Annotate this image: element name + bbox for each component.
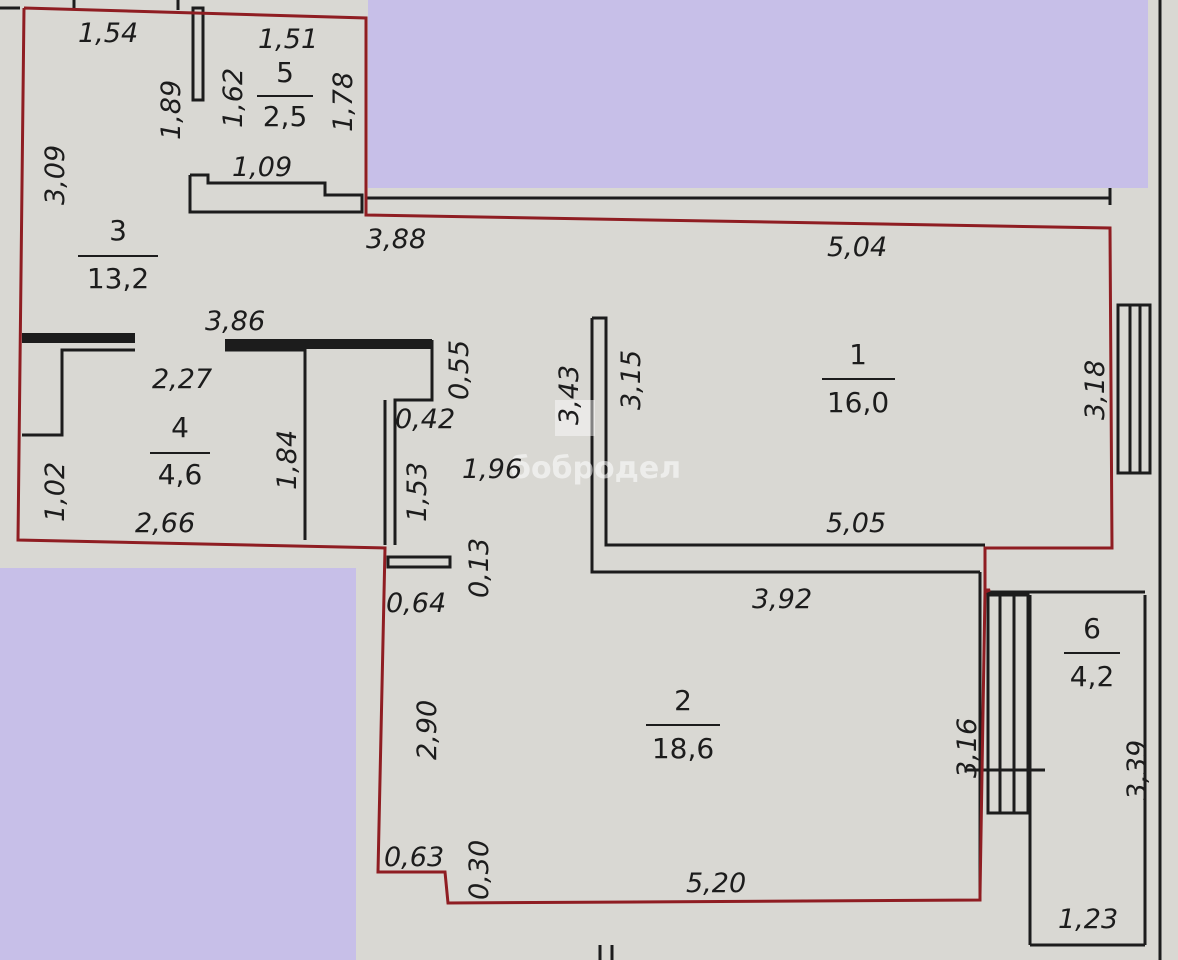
dimension-label: 3,39: [1122, 740, 1153, 800]
dimension-label: 2,90: [412, 700, 443, 760]
watermark-text: бобродел: [510, 451, 681, 486]
room-label-2: 2 18,6: [646, 684, 720, 765]
room-label-4: 4 4,6: [150, 411, 210, 491]
watermark: бобродел: [510, 400, 681, 486]
dimension-label: 1,96: [462, 454, 522, 485]
balcony-door-room-2: [965, 593, 1045, 815]
room-area: 16,0: [827, 386, 889, 419]
dimension-label: 3,43: [554, 365, 585, 425]
dimension-label: 1,51: [258, 24, 318, 55]
dimension-label: 3,15: [616, 350, 647, 410]
room-number: 1: [849, 338, 867, 371]
dimension-label: 3,09: [40, 145, 71, 205]
room-label-6: 6 4,2: [1064, 612, 1120, 693]
dimension-label: 0,63: [384, 842, 444, 873]
dimension-label: 2,66: [135, 508, 195, 539]
dimension-label: 0,30: [464, 840, 495, 900]
dimension-label: 3,92: [752, 584, 812, 615]
dimension-label: 3,88: [366, 224, 426, 255]
room-number: 5: [276, 56, 294, 89]
room-area: 18,6: [652, 732, 714, 765]
dimension-label: 1,62: [218, 68, 249, 128]
dimension-label: 3,18: [1080, 360, 1111, 420]
room-label-3: 3 13,2: [78, 214, 158, 295]
dimension-label: 0,42: [395, 404, 455, 435]
dimension-labels: 1,54 1,51 1,09 3,88 5,04 3,86 2,27 0,42 …: [78, 18, 1118, 935]
room-number: 3: [109, 214, 127, 247]
mask-bottom-left: [0, 568, 356, 960]
interior-walls: [22, 6, 985, 895]
dimension-label: 1,78: [328, 72, 359, 132]
room-label-5: 5 2,5: [257, 56, 313, 133]
dimension-label: 5,04: [827, 232, 887, 263]
room-area: 4,2: [1070, 660, 1115, 693]
dimension-label: 5,20: [686, 868, 746, 899]
dimension-label: 2,27: [152, 364, 212, 395]
room-number: 4: [171, 411, 189, 444]
dimension-label: 0,64: [386, 588, 446, 619]
dimension-label: 1,02: [40, 462, 71, 522]
dimension-label: 5,05: [826, 508, 886, 539]
dimension-label: 0,55: [444, 340, 475, 400]
room-number: 6: [1083, 612, 1101, 645]
dimension-label: 1,23: [1058, 904, 1118, 935]
room-label-1: 1 16,0: [822, 338, 895, 419]
dimension-label: 0,13: [464, 538, 495, 598]
mask-top-right: [368, 0, 1148, 188]
room-area: 2,5: [263, 100, 308, 133]
watermark-logo-icon: [555, 400, 595, 436]
dimension-label: 3,86: [205, 306, 265, 337]
dimension-label: 1,09: [232, 152, 292, 183]
dimension-label: 1,53: [402, 462, 433, 522]
dimension-label: 1,89: [156, 80, 187, 140]
room-area: 4,6: [158, 458, 203, 491]
window-room-1: [1116, 303, 1152, 475]
room-area: 13,2: [87, 262, 149, 295]
dimension-label: 1,84: [272, 430, 303, 490]
dimension-labels-vertical: 1,89 1,62 1,78 3,09 0,55 3,43 3,15 3,18 …: [40, 68, 1153, 900]
apartment-outline: [16, 6, 1114, 905]
dimension-label: 1,54: [78, 18, 138, 49]
room-number: 2: [674, 684, 692, 717]
dimension-label: 3,16: [952, 718, 983, 778]
